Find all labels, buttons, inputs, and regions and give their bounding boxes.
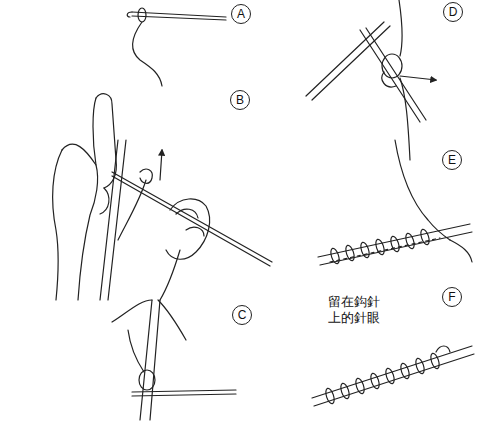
step-letter: D (443, 2, 463, 22)
step-letter-text: E (448, 154, 456, 166)
step-letter: A (231, 4, 251, 24)
step-letter-text: C (238, 309, 247, 321)
step-c-figure (112, 300, 236, 420)
step-letter-text: F (448, 291, 455, 303)
step-letter-text: A (237, 8, 245, 20)
step-e-figure (318, 140, 472, 265)
step-letter: F (442, 287, 462, 307)
step-letter-text: D (449, 6, 458, 18)
step-letter-text: B (236, 94, 244, 106)
step-letter: C (232, 305, 252, 325)
annotation-text: 留在鈎針上的針眼 (328, 294, 382, 327)
step-f-figure (312, 346, 474, 406)
step-b-figure (53, 94, 272, 300)
step-d-figure (306, 0, 436, 160)
step-letter: E (442, 150, 462, 170)
step-letter: B (230, 90, 250, 110)
step-a-figure (127, 8, 226, 86)
